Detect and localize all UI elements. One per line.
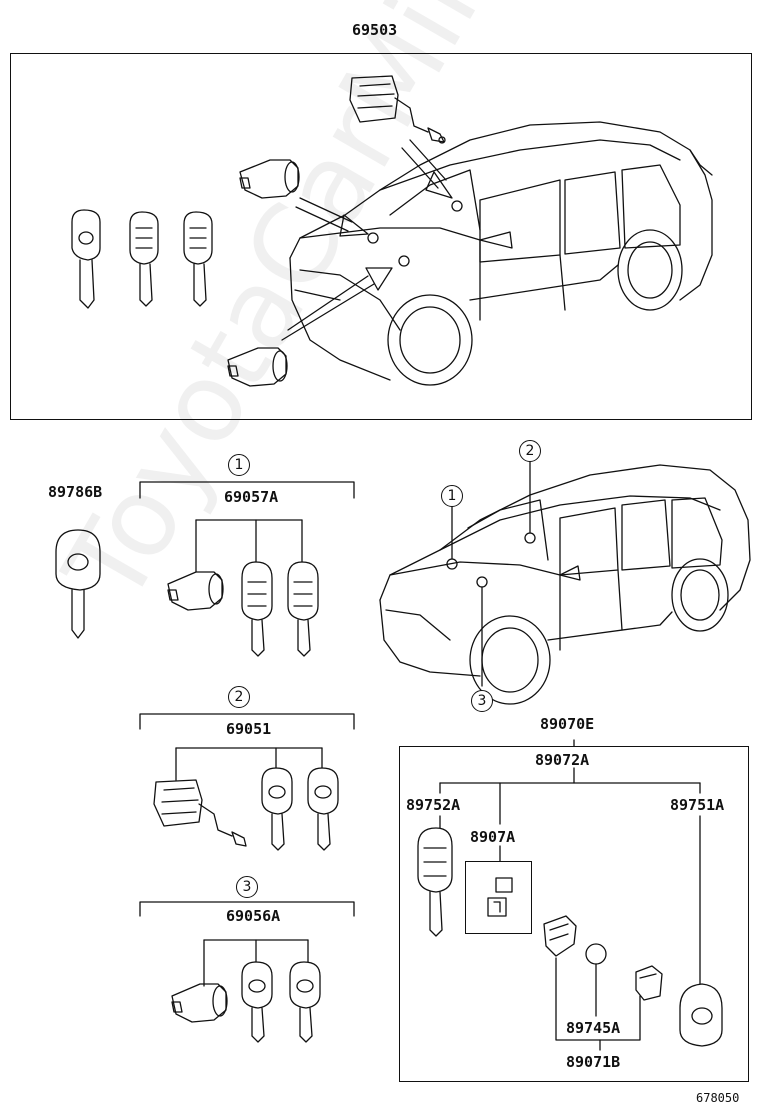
battery-cell xyxy=(585,943,607,965)
transmitter-leaders xyxy=(439,739,701,1051)
group-3-part-number: 69056A xyxy=(226,907,281,925)
middle-car-illustration xyxy=(379,461,751,705)
group-2-callout: 2 xyxy=(228,686,250,708)
top-ignition-cylinder xyxy=(349,75,446,144)
top-part-number: 69503 xyxy=(352,21,398,39)
top-door-cylinder-lower xyxy=(227,347,288,387)
figure-code: 678050 xyxy=(696,1091,740,1105)
group-2-part-number: 69051 xyxy=(226,720,272,738)
group-3-key-b xyxy=(289,961,321,1043)
car-callout-2: 2 xyxy=(519,440,541,462)
group-3-cylinder xyxy=(171,983,228,1023)
group-2-ignition-cylinder xyxy=(153,779,247,847)
group-3-key-a xyxy=(241,961,273,1043)
top-key-1 xyxy=(71,209,101,309)
transmitter-case-shell xyxy=(635,965,663,1001)
group-2-key-a xyxy=(261,767,293,851)
top-key-3 xyxy=(183,211,213,307)
group-1-cylinder xyxy=(167,571,224,611)
top-assembly-frame xyxy=(10,53,752,420)
standalone-key-illustration xyxy=(55,529,101,639)
group-3-bracket xyxy=(139,901,355,987)
sub-assembly-part-number: 89072A xyxy=(535,751,590,769)
group-1-bracket xyxy=(139,481,355,573)
cover-plates xyxy=(487,877,513,917)
key-left-part-number: 89752A xyxy=(406,796,461,814)
group-1-key-b xyxy=(287,561,319,657)
key-right-part-number: 89751A xyxy=(670,796,725,814)
group-3-callout: 3 xyxy=(236,876,258,898)
top-key-2 xyxy=(129,211,159,307)
case-part-number: 89071B xyxy=(566,1053,621,1071)
standalone-key-part-number: 89786B xyxy=(48,483,103,501)
car-callout-1: 1 xyxy=(441,485,463,507)
top-car-illustration xyxy=(289,121,713,386)
group-1-callout: 1 xyxy=(228,454,250,476)
top-door-cylinder-upper xyxy=(239,159,300,199)
transmitter-key-left xyxy=(417,827,453,937)
group-1-key-a xyxy=(241,561,273,657)
cover-part-number: 8907A xyxy=(470,828,516,846)
group-2-key-b xyxy=(307,767,339,851)
car-callout-3: 3 xyxy=(471,690,493,712)
transmitter-case-inner xyxy=(543,915,577,957)
top-arrows xyxy=(281,139,453,341)
transmitter-key-right xyxy=(679,983,723,1047)
group-1-part-number: 69057A xyxy=(224,488,279,506)
transmitter-part-number: 89070E xyxy=(540,715,595,733)
group-2-bracket xyxy=(139,713,355,781)
battery-part-number: 89745A xyxy=(566,1019,621,1037)
cover-inset-frame xyxy=(465,861,532,934)
